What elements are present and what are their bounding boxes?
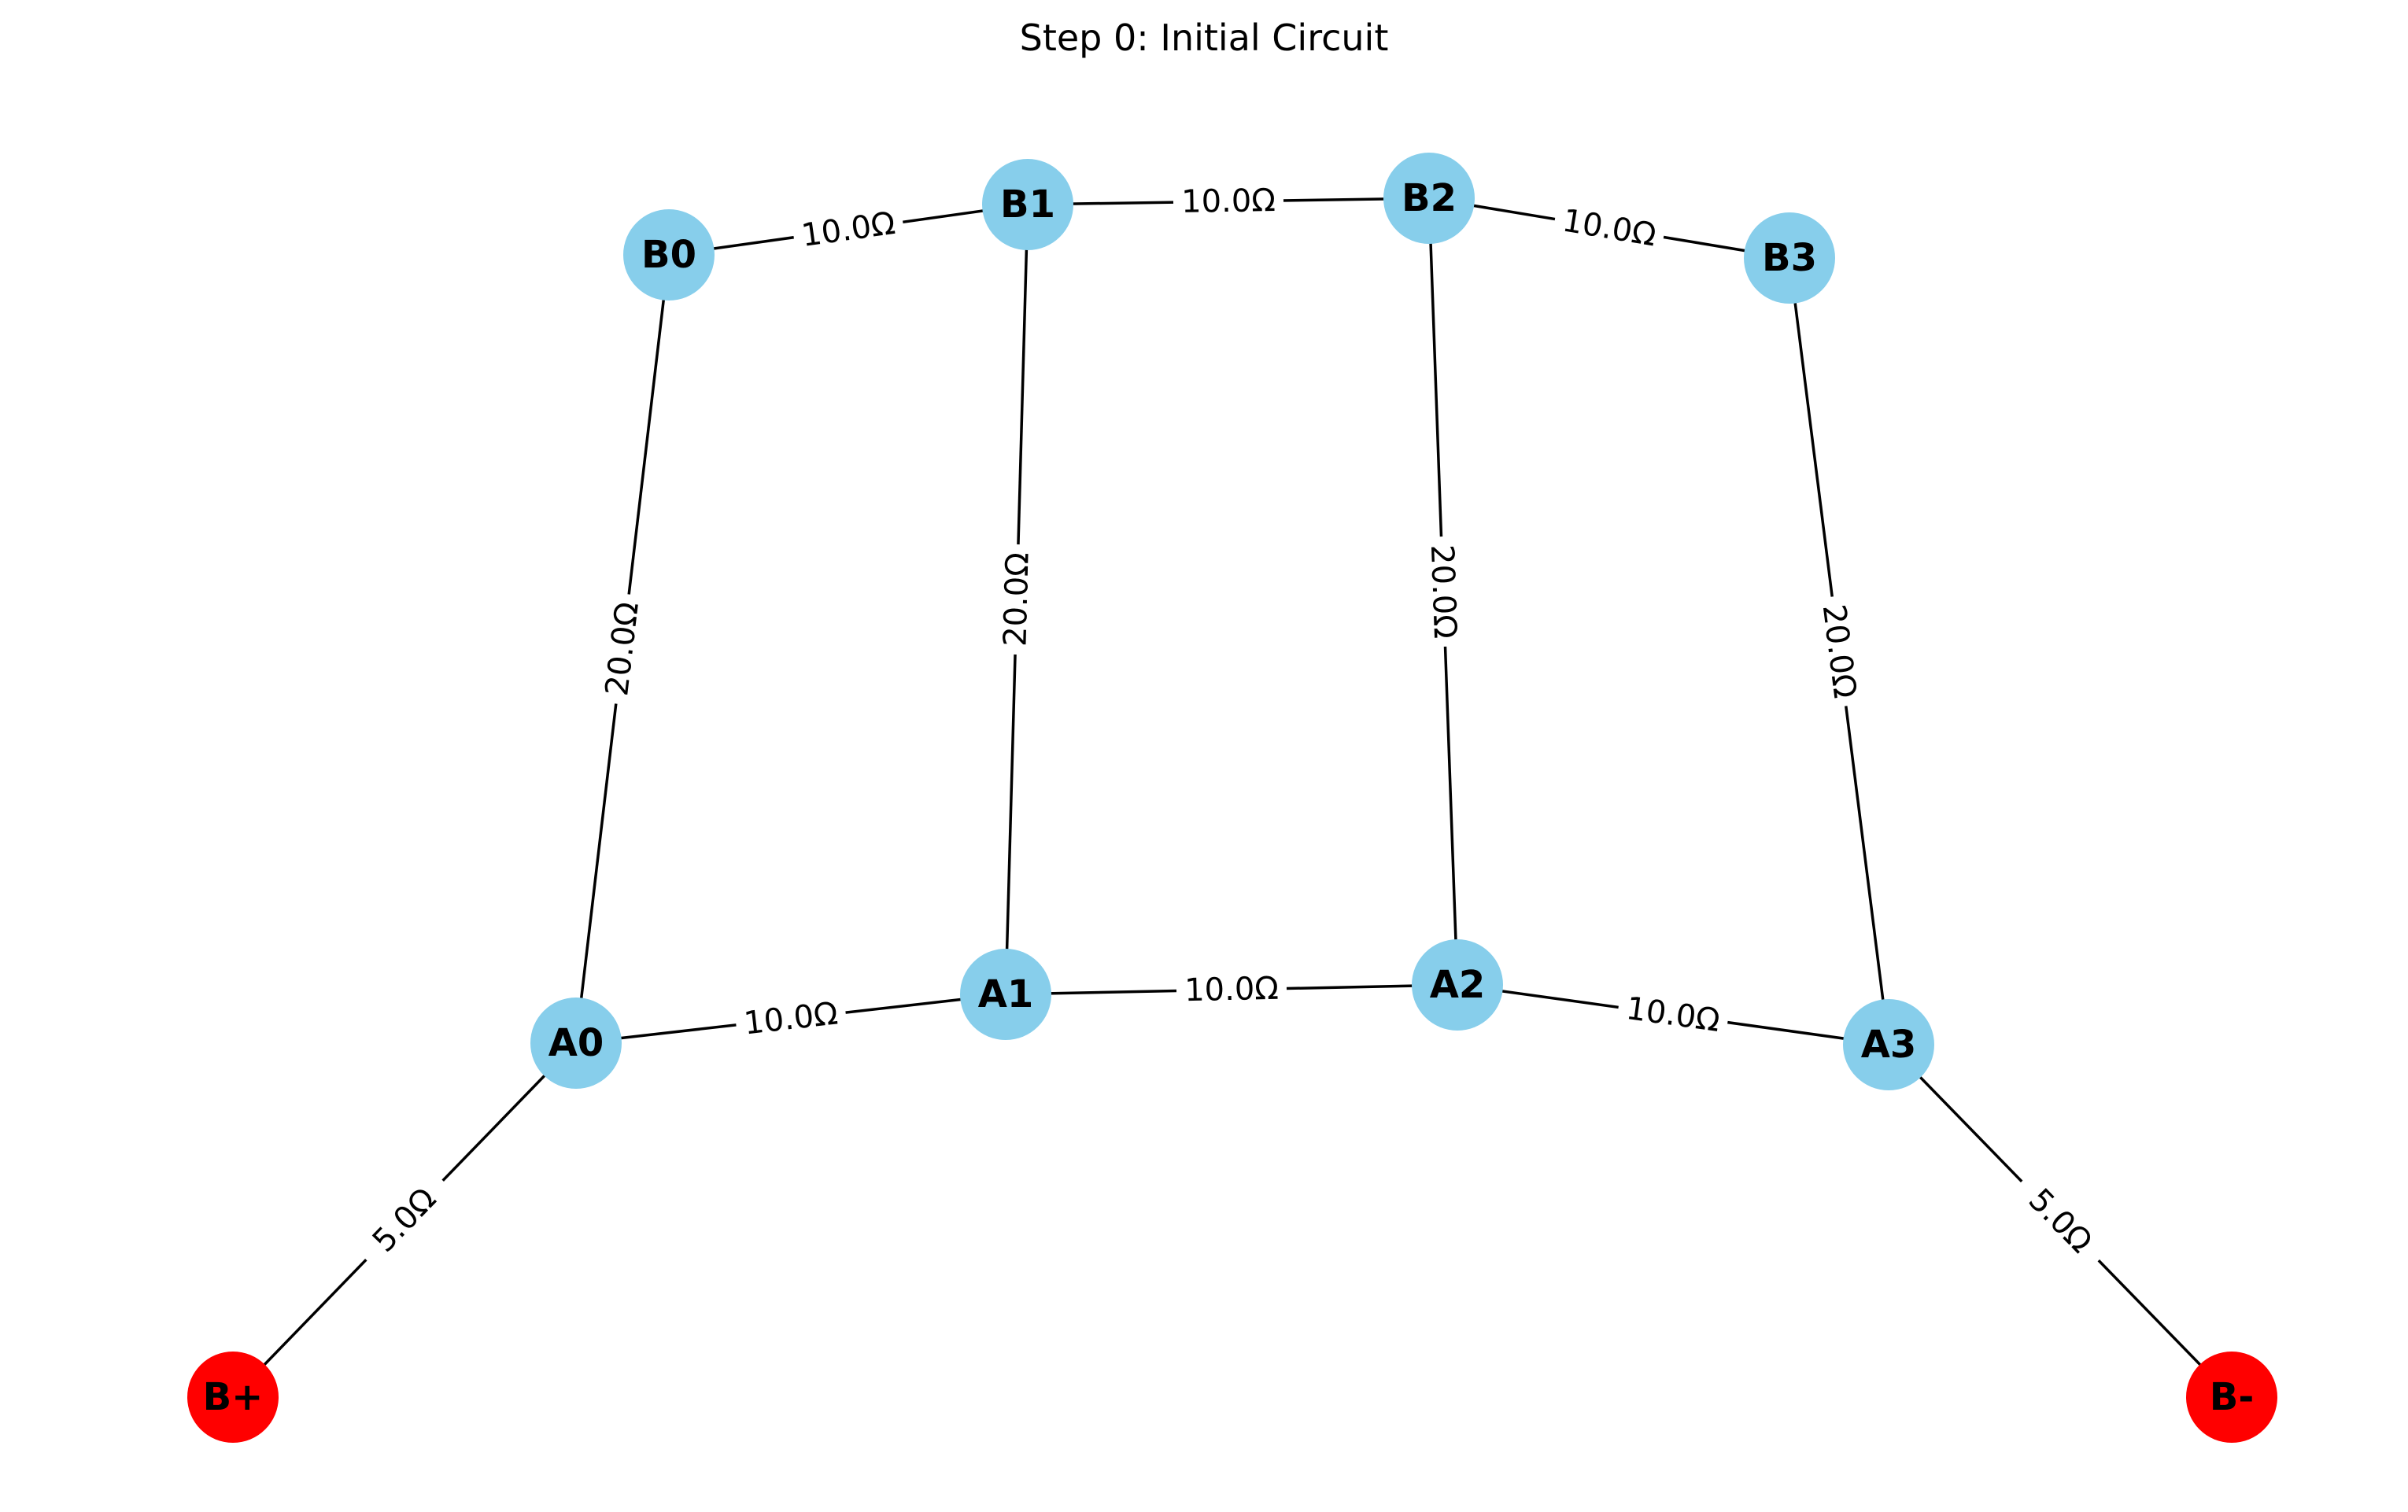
edge-label: 20.0Ω [1815, 603, 1863, 700]
edge-label-group: 5.0Ω [351, 1166, 458, 1274]
edge-label-group: 20.0Ω [595, 592, 650, 706]
node-label: A0 [548, 1021, 604, 1065]
node-circle [1412, 939, 1503, 1031]
edge-label-background [1551, 198, 1668, 258]
node-label: A3 [1861, 1023, 1917, 1067]
edge-label: 20.0Ω [1424, 544, 1463, 639]
node-Bplus: B+ [187, 1352, 279, 1443]
node-label: B0 [641, 233, 696, 277]
node-B1: B1 [982, 159, 1073, 250]
edge-label-group: 10.0Ω [1173, 179, 1284, 223]
edge-label: 10.0Ω [1560, 203, 1659, 254]
edge-label-group: 10.0Ω [1551, 198, 1668, 258]
node-label: A2 [1430, 963, 1486, 1007]
edge-label-group: 20.0Ω [1420, 536, 1466, 647]
node-circle [2186, 1352, 2277, 1443]
node-B0: B0 [623, 209, 715, 301]
edge-label-background [2007, 1167, 2114, 1275]
node-A2: A2 [1412, 939, 1503, 1031]
node-circle [623, 209, 715, 301]
edge-label: 20.0Ω [997, 552, 1036, 647]
edge-label-background [733, 992, 848, 1045]
node-circle [530, 998, 622, 1089]
node-A0: A0 [530, 998, 622, 1089]
edge-label-group: 10.0Ω [733, 992, 848, 1045]
edge-label-background [995, 544, 1039, 655]
edge-label: 10.0Ω [1181, 183, 1276, 220]
edge-label-background [1616, 986, 1730, 1043]
node-A3: A3 [1843, 999, 1934, 1090]
edge-label-background [595, 592, 650, 706]
node-circle [1383, 153, 1475, 244]
edge-label-group: 20.0Ω [1812, 594, 1867, 709]
node-B2: B2 [1383, 153, 1475, 244]
edge-label-group: 10.0Ω [791, 201, 906, 258]
node-label: B3 [1762, 236, 1817, 280]
edge-label-background [1176, 968, 1287, 1012]
edge-label-group: 10.0Ω [1176, 968, 1287, 1012]
diagram-title: Step 0: Initial Circuit [1020, 17, 1389, 59]
edge-label-background [1420, 536, 1466, 647]
edge-label-background [351, 1166, 458, 1274]
edges-layer [231, 197, 2233, 1399]
node-circle [1843, 999, 1934, 1090]
edge-label: 10.0Ω [800, 205, 898, 254]
node-B3: B3 [1744, 212, 1835, 304]
node-label: B- [2210, 1375, 2255, 1419]
edge-label-group: 5.0Ω [2007, 1167, 2114, 1275]
node-label: B2 [1402, 176, 1457, 220]
edge-label: 10.0Ω [1184, 971, 1280, 1009]
node-label: A1 [978, 972, 1034, 1016]
node-circle [187, 1352, 279, 1443]
node-Bminus: B- [2186, 1352, 2277, 1443]
edge-label-background [791, 201, 906, 258]
edge-label-group: 10.0Ω [1616, 986, 1730, 1043]
node-circle [960, 949, 1051, 1040]
node-circle [1744, 212, 1835, 304]
edge-label: 10.0Ω [1624, 990, 1723, 1039]
node-circle [982, 159, 1073, 250]
node-label: B1 [1000, 183, 1055, 227]
edge-label-background [1173, 179, 1284, 223]
edge-label-group: 20.0Ω [995, 544, 1039, 655]
edge-label-background [1812, 594, 1867, 709]
node-A1: A1 [960, 949, 1051, 1040]
node-label: B+ [203, 1375, 264, 1419]
